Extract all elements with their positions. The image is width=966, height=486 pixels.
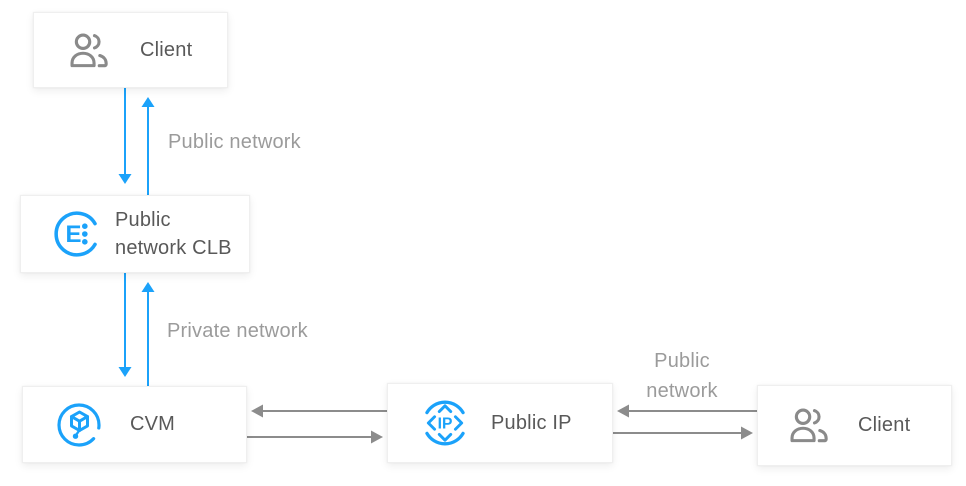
node-label: Public IP [491,411,572,434]
node-client-right: Client [757,385,952,466]
node-client-top: Client [33,12,228,88]
node-label: Public network CLB [115,209,232,259]
arrow-cvm-to-ip [247,430,383,444]
arrow-client-to-clb [118,88,132,184]
node-public-network-clb: E Public network CLB [20,195,250,273]
edge-label-public-network: Public network [168,131,301,153]
node-label: CVM [130,413,176,435]
arrow-clb-to-client [141,97,155,195]
arrow-ip-to-cvm [251,404,387,418]
arrow-cvm-to-clb [141,282,155,386]
ip-icon-letters: IP [438,416,453,433]
node-label: Client [140,38,193,61]
clb-icon: E [54,211,97,257]
edge-label-private-network: Private network [167,320,308,342]
arrow-ip-to-client [613,426,753,440]
users-icon [70,33,108,67]
node-cvm: CVM [22,386,247,463]
node-public-ip: IP Public IP [387,383,613,463]
public-ip-icon: IP [425,400,465,446]
node-label: Client [858,414,911,436]
arrow-clb-to-cvm [118,273,132,377]
users-icon [790,408,828,443]
arrow-client-to-ip [617,404,757,418]
clb-icon-letter: E [66,221,82,248]
edge-label-public-network-right: Public network [646,350,718,402]
cvm-icon [57,402,101,447]
